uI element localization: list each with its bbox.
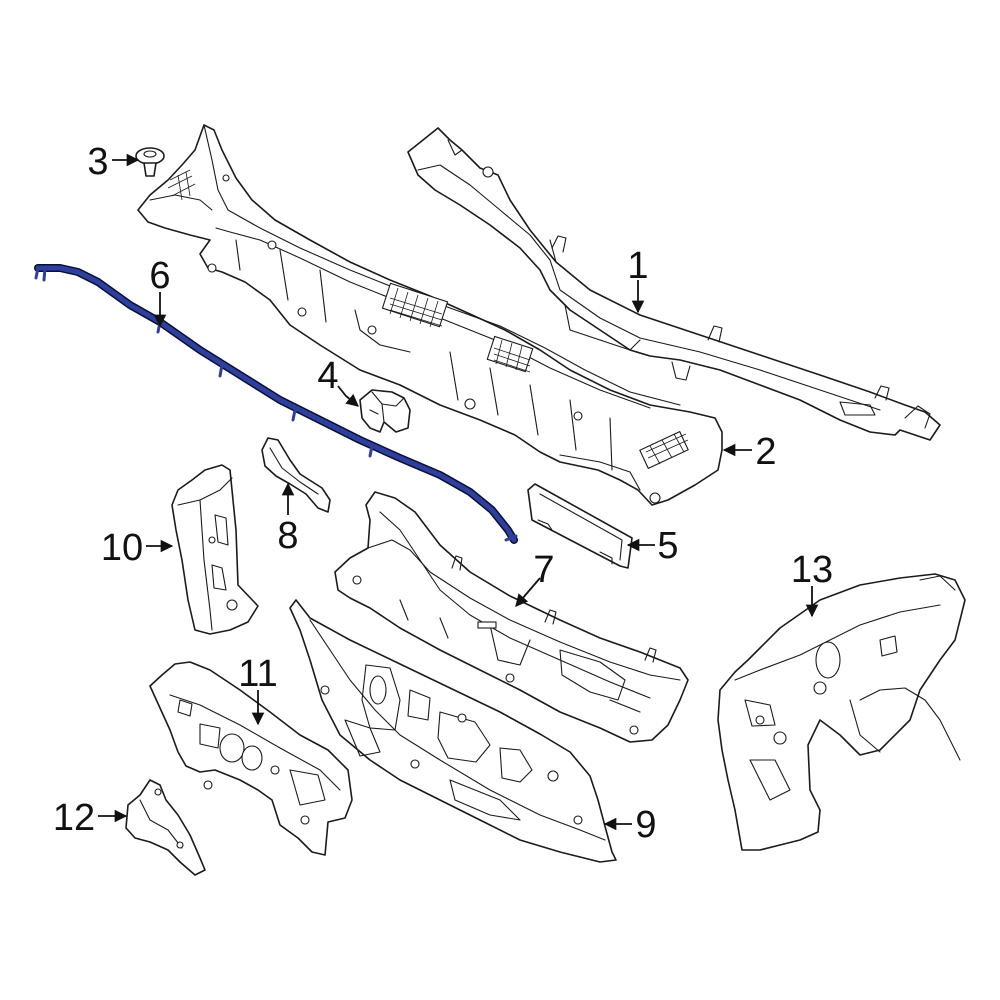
part-7-cowl-reinforcement[interactable] [334,491,689,743]
callout-labels: 1 2 3 4 5 6 7 8 9 10 11 12 13 [53,141,833,846]
callout-7[interactable]: 7 [533,549,554,591]
callout-6[interactable]: 6 [149,255,170,297]
part-12-small-insulator[interactable] [125,779,206,876]
callout-1[interactable]: 1 [627,245,648,287]
part-4-bracket[interactable] [359,389,411,433]
part-2-cowl-panel[interactable] [137,124,723,506]
callout-2[interactable]: 2 [755,431,776,473]
callout-8[interactable]: 8 [277,515,298,557]
leader-7 [515,577,541,607]
leader-4 [337,385,359,407]
part-6-seal-highlighted[interactable] [34,264,518,544]
part-5-cover-plate[interactable] [527,483,633,569]
part-11-insulator[interactable] [149,661,353,856]
callout-13[interactable]: 13 [791,549,833,591]
part-10-side-bracket[interactable] [171,464,259,635]
part-8-bracket[interactable] [261,437,331,513]
callout-3[interactable]: 3 [87,141,108,183]
callout-10[interactable]: 10 [101,527,143,569]
part-9-dash-insulator[interactable] [289,599,617,863]
callout-leaders [98,153,819,831]
callout-5[interactable]: 5 [657,525,678,567]
callout-9[interactable]: 9 [635,804,656,846]
part-13-side-insulator[interactable] [717,573,966,851]
callout-4[interactable]: 4 [317,355,338,397]
callout-11[interactable]: 11 [238,653,277,695]
part-1-cowl-top-panel[interactable] [407,127,941,441]
part-3-clip[interactable] [135,147,165,177]
callout-12[interactable]: 12 [53,797,95,839]
